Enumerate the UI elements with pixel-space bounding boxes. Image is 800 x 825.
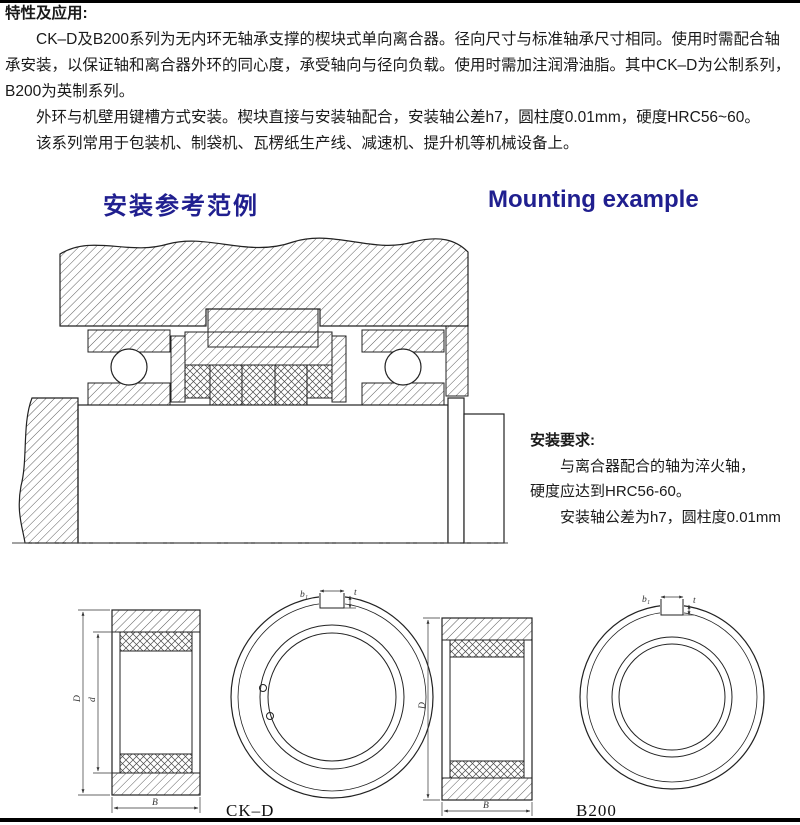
dim-label-b1: b₁ <box>642 595 650 605</box>
clutch-section <box>170 331 347 406</box>
ckd-front-view: b₁ t <box>230 588 434 799</box>
mounting-requirements-line: 硬度应达到HRC56-60。 <box>530 483 691 500</box>
side-plate-right <box>306 364 333 399</box>
product-drawings: D d B b₁ t <box>73 588 765 820</box>
shaft-end-step <box>463 413 505 544</box>
b200-caption: B200 <box>576 801 617 820</box>
housing-right-wall <box>445 325 469 397</box>
shaft-shoulder <box>447 397 465 544</box>
bearing-ball <box>110 348 148 386</box>
housing-section <box>59 237 469 397</box>
clutch-outer-ring <box>184 331 333 366</box>
intro-paragraph-2: 外环与机壁用键槽方式安装。楔块直接与安装轴配合，安装轴公差h7，圆柱度0.01m… <box>36 109 760 126</box>
spacer-left <box>170 335 186 403</box>
dim-label-B: B <box>483 801 489 811</box>
spring-hole <box>259 684 267 692</box>
intro-title: 特性及应用: <box>5 5 88 22</box>
mounting-requirements: 安装要求: 与离合器配合的轴为淬火轴， 硬度应达到HRC56-60。 安装轴公差… <box>530 428 798 530</box>
ckd-side-section: D d B <box>73 609 201 813</box>
spacer-right <box>331 335 347 403</box>
dim-label-B: B <box>152 798 158 808</box>
dim-label-D: D <box>73 695 83 703</box>
mounting-requirements-line: 安装轴公差为h7，圆柱度0.01mm <box>560 508 781 526</box>
shaft <box>18 397 505 544</box>
keyway-notch <box>660 599 684 616</box>
keyway-notch <box>319 593 345 609</box>
side-plate-left <box>184 364 211 399</box>
right-bearing <box>361 329 445 406</box>
b200-side-section: D B <box>418 617 533 816</box>
shaft-body <box>77 404 449 544</box>
dim-label-t: t <box>354 588 357 598</box>
machine-wall-section <box>18 397 79 544</box>
heading-mounting-example-en: Mounting example <box>488 186 699 213</box>
left-bearing <box>87 329 171 406</box>
sprag-elements <box>209 364 308 406</box>
intro-paragraph-3: 该系列常用于包装机、制袋机、瓦楞纸生产线、减速机、提升机等机械设备上。 <box>36 135 579 152</box>
bearing-ball <box>384 348 422 386</box>
dim-label-t: t <box>693 596 696 606</box>
mounting-requirements-title: 安装要求: <box>530 432 595 449</box>
intro-text-block: 特性及应用: CK–D及B200系列为无内环无轴承支撑的楔块式单向离合器。径向尺… <box>5 1 795 157</box>
assembly-cross-section-drawing <box>12 237 508 544</box>
intro-paragraph-1: CK–D及B200系列为无内环无轴承支撑的楔块式单向离合器。径向尺寸与标准轴承尺… <box>5 31 791 100</box>
b200-front-view: b₁ t <box>579 593 765 790</box>
spring-hole <box>266 712 274 720</box>
top-rule <box>0 0 800 3</box>
bottom-rule <box>0 818 800 822</box>
mounting-requirements-line: 与离合器配合的轴为淬火轴， <box>560 457 756 475</box>
dim-label-D: D <box>418 702 428 710</box>
section-headings: 安装参考范例 Mounting example <box>0 186 800 220</box>
bearing-inner-race <box>361 382 445 406</box>
ckd-caption: CK–D <box>226 801 274 820</box>
dim-label-b1: b₁ <box>300 590 308 600</box>
bearing-inner-race <box>87 382 171 406</box>
heading-installation-example-zh: 安装参考范例 <box>103 193 259 220</box>
dim-label-d: d <box>88 697 98 702</box>
